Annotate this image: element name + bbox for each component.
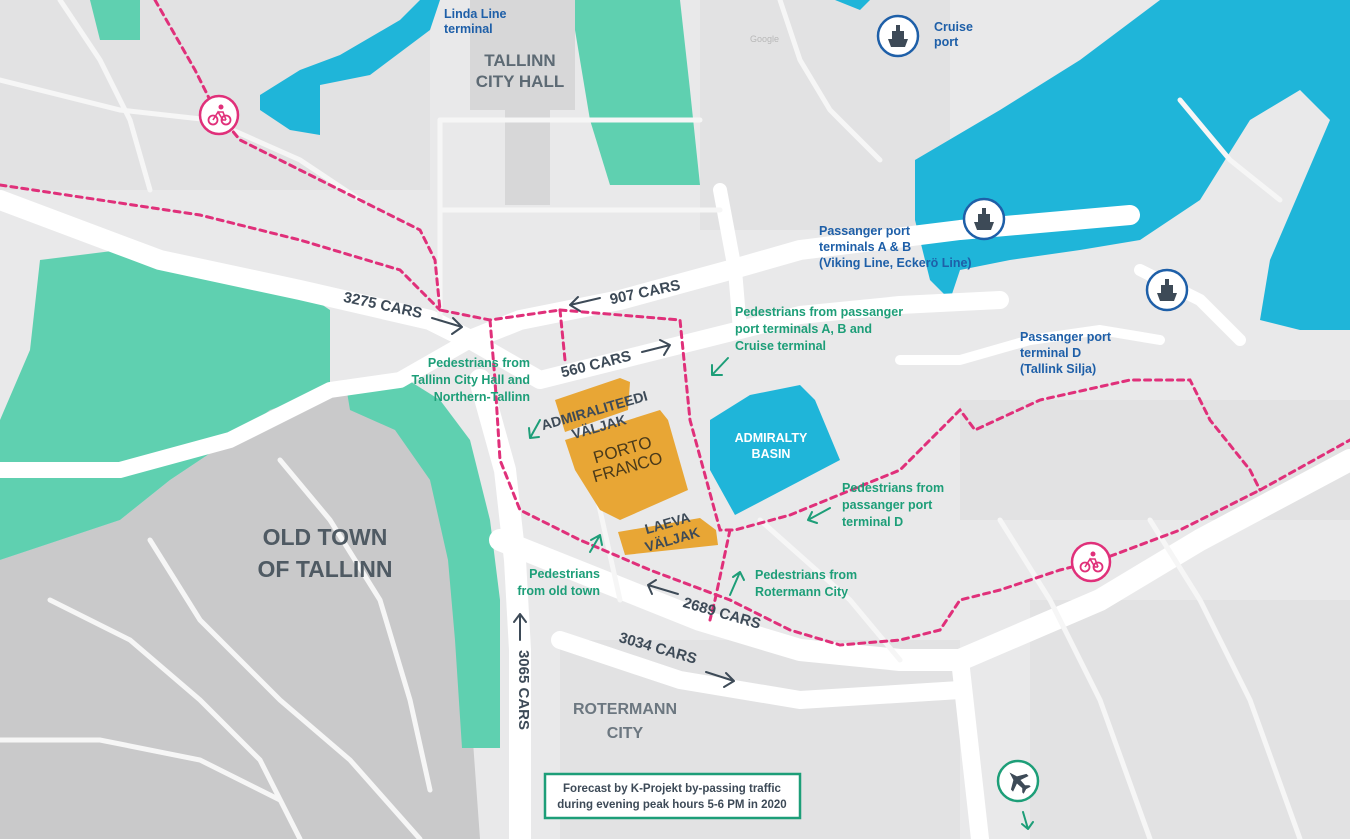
arrow-airport [1021, 811, 1034, 830]
terminal-d-line2: terminal D [1020, 346, 1081, 360]
arrow-3065 [513, 613, 527, 641]
ped-termd-line1: Pedestrians from [842, 481, 944, 495]
building-footprints [470, 0, 575, 205]
roads [0, 183, 1350, 839]
ped-roter-line2: Rotermann City [755, 585, 848, 599]
ped-port-line1: Pedestrians from passanger [735, 305, 903, 319]
ped-termd-line3: terminal D [842, 515, 903, 529]
old-town-area [0, 390, 480, 839]
arrow-ped-oldtown [589, 534, 603, 553]
arrow-ped-cityhall [528, 419, 541, 439]
ship-icon [962, 197, 1006, 241]
ped-termd-line2: passanger port [842, 498, 933, 512]
terminal-ab-line2: terminals A & B [819, 240, 911, 254]
traffic-3065: 3065 CARS [515, 650, 532, 730]
terminal-d-line3: (Tallink Silja) [1020, 362, 1096, 376]
ped-cityhall-line2: Tallinn City Hall and [411, 373, 530, 387]
arrow-3034 [705, 671, 735, 688]
water [260, 0, 1350, 515]
terminal-ab-line3: (Viking Line, Eckerö Line) [819, 256, 972, 270]
bicycle-icon [198, 94, 240, 136]
ped-oldtown-line2: from old town [517, 584, 600, 598]
svg-text:3065 CARS: 3065 CARS [515, 650, 532, 730]
airplane-icon [996, 759, 1040, 803]
ped-port-line2: port terminals A, B and [735, 322, 872, 336]
terminal-d-line1: Passanger port [1020, 330, 1112, 344]
arrow-2689 [647, 579, 679, 595]
ped-port-line3: Cruise terminal [735, 339, 826, 353]
legend: Forecast by K-Projekt by-passing traffic… [543, 772, 802, 820]
ped-oldtown-line1: Pedestrians [529, 567, 600, 581]
legend-line1: Forecast by K-Projekt by-passing traffic [563, 783, 782, 795]
legend-line2: during evening peak hours 5-6 PM in 2020 [557, 799, 786, 811]
pedestrian-routes [0, 0, 1350, 647]
arrow-ped-roter [729, 571, 745, 596]
arrow-3275 [431, 317, 463, 335]
map-watermark: Google [750, 34, 779, 44]
ped-cityhall-line1: Pedestrians from [428, 356, 530, 370]
terminal-ab-line1: Passanger port [819, 224, 911, 238]
ped-roter-line1: Pedestrians from [755, 568, 857, 582]
porto-franco-building [555, 378, 718, 555]
arrow-907 [569, 296, 601, 312]
park-areas [0, 0, 700, 748]
ped-cityhall-line3: Northern-Tallinn [434, 390, 530, 404]
ship-icon [876, 14, 920, 58]
arrow-560 [641, 339, 671, 356]
bicycle-icon [1070, 541, 1112, 583]
arrow-ped-port [711, 357, 729, 376]
ship-icon [1145, 268, 1189, 312]
arrow-ped-termd [807, 507, 831, 524]
